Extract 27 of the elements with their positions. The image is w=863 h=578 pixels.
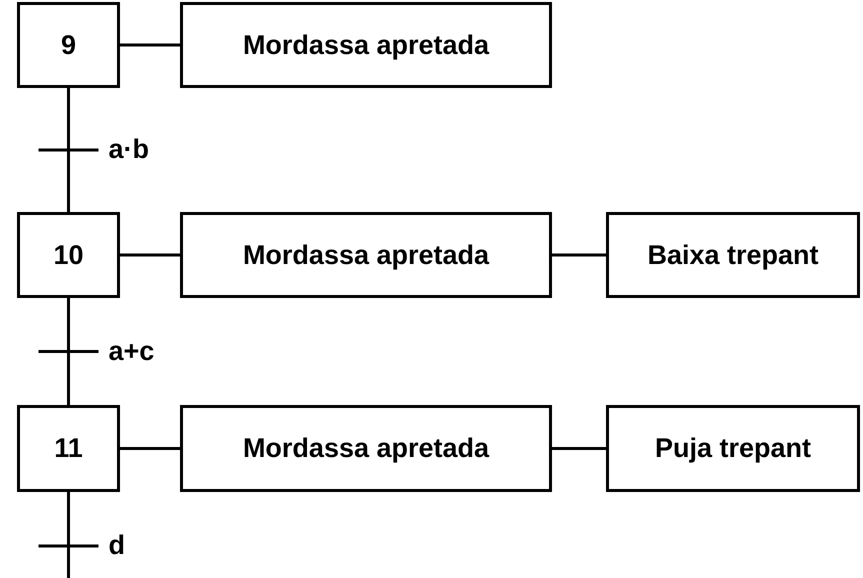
connector-line xyxy=(120,447,180,450)
action-text: Mordassa apretada xyxy=(242,240,490,270)
step-number: 9 xyxy=(60,30,76,60)
link-line xyxy=(67,88,70,212)
action-text: Baixa trepant xyxy=(647,240,819,270)
connector-line xyxy=(552,447,606,450)
action-box xyxy=(180,2,552,88)
action-text: Mordassa apretada xyxy=(242,30,490,60)
action-box xyxy=(180,405,552,492)
step-number: 11 xyxy=(54,433,83,464)
step-box xyxy=(17,405,120,492)
transition-condition: d xyxy=(108,530,125,561)
connector-line xyxy=(120,254,180,256)
step-number: 10 xyxy=(53,240,84,270)
step-box xyxy=(17,2,120,88)
connector-line xyxy=(120,44,180,46)
link-line xyxy=(67,492,70,578)
link-line xyxy=(67,298,70,405)
transition-condition: a+c xyxy=(108,336,154,366)
action-text: Puja trepant xyxy=(654,433,812,464)
action-text: Mordassa apretada xyxy=(242,433,490,464)
action-box xyxy=(606,212,860,298)
step-box xyxy=(17,212,120,298)
connector-line xyxy=(552,254,606,256)
action-box xyxy=(606,405,860,492)
action-box xyxy=(180,212,552,298)
transition-condition: a·b xyxy=(108,134,149,165)
